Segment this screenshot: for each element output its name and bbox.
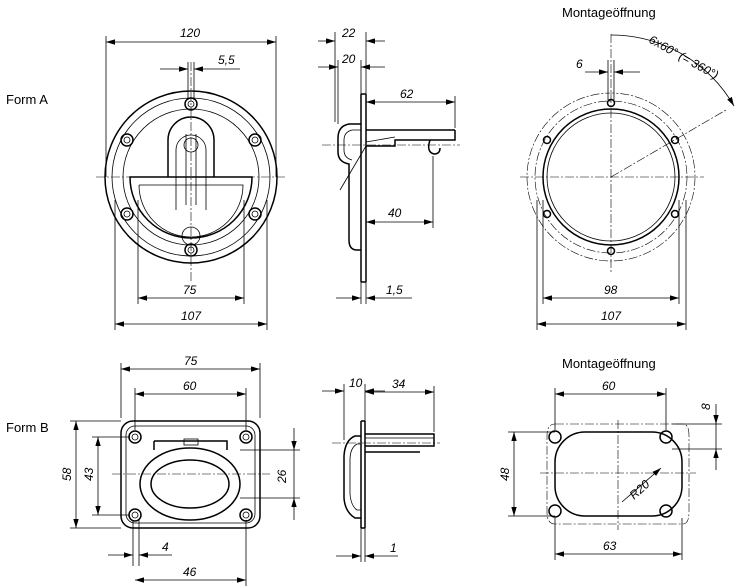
dim-cutout-a-98: 98	[604, 283, 618, 297]
dim-a-40: 40	[388, 206, 402, 220]
dim-cutout-b-63: 63	[603, 539, 617, 553]
mounting-a-title: Montageöffnung	[562, 5, 656, 20]
dim-cutout-b-48: 48	[498, 467, 512, 481]
form-b-mounting-cutout: 60 8 48 R20 63	[498, 379, 722, 560]
dim-a-62: 62	[400, 87, 414, 101]
dim-b-26: 26	[275, 469, 289, 484]
dim-a-107: 107	[181, 309, 202, 323]
dim-b-46: 46	[183, 565, 197, 579]
dim-b-1: 1	[390, 541, 397, 555]
dim-a-5-5: 5,5	[218, 53, 235, 67]
dim-cutout-b-8: 8	[699, 403, 713, 410]
dim-cutout-b-60: 60	[602, 379, 616, 393]
dim-b-10: 10	[349, 376, 363, 390]
dim-cutout-a-107: 107	[601, 309, 622, 323]
dim-b-60: 60	[183, 379, 197, 393]
dim-b-58: 58	[60, 467, 74, 481]
dim-a-22: 22	[341, 26, 356, 40]
dim-b-4: 4	[162, 540, 169, 554]
dim-b-43: 43	[82, 467, 96, 481]
dim-a-20: 20	[341, 52, 356, 66]
form-b-side-view: 10 34 1	[322, 376, 440, 562]
dim-cutout-a-6: 6	[576, 57, 583, 71]
form-b-front-view: 75 60 58 43 26 4 46	[60, 354, 300, 586]
form-b-label: Form B	[6, 420, 49, 435]
dim-cutout-b-r20: R20	[627, 477, 653, 502]
dim-b-75: 75	[184, 354, 198, 368]
form-a-front-view: 120 5,5 75 107	[96, 26, 286, 330]
dim-a-120: 120	[180, 26, 200, 40]
dim-a-1-5: 1,5	[386, 283, 403, 297]
form-a-label: Form A	[6, 92, 48, 107]
dim-pattern-6x60: 6x60° (= 360°)	[647, 32, 721, 82]
dim-a-75: 75	[183, 283, 197, 297]
form-a-mounting-cutout: 6x60° (= 360°) 6 98 107	[520, 32, 735, 330]
dim-b-34: 34	[392, 377, 406, 391]
form-a-side-view: 22 20 62 40 1,5	[318, 26, 460, 304]
mounting-b-title: Montageöffnung	[562, 356, 656, 371]
